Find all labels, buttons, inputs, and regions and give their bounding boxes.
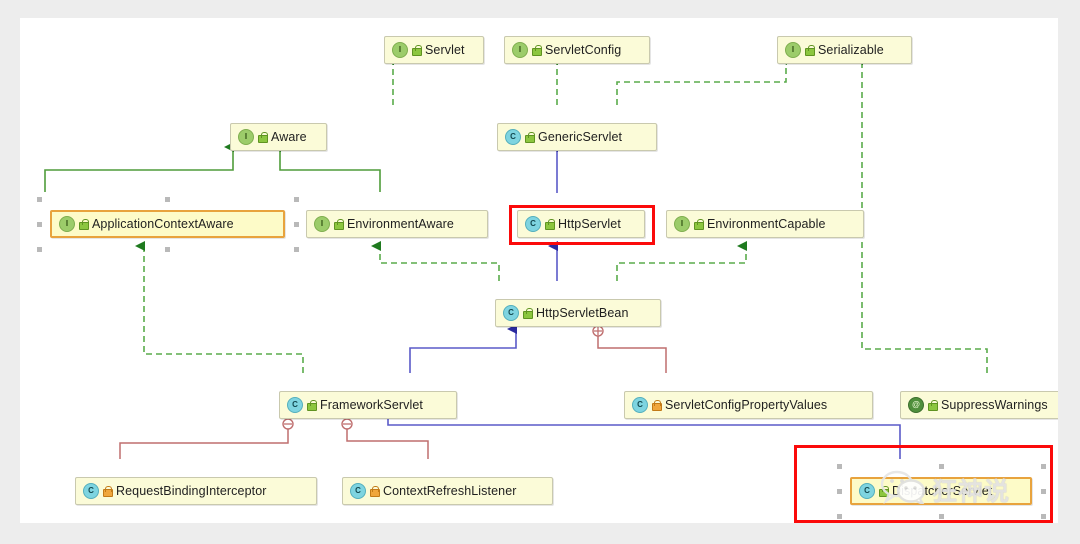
wechat-icon (880, 470, 926, 509)
class-node-label: GenericServlet (538, 129, 623, 144)
class-node-scpv[interactable]: C ServletConfigPropertyValues (624, 391, 873, 419)
public-unlock-icon (525, 131, 535, 143)
class-node-label: ApplicationContextAware (92, 216, 234, 231)
edge-layer (44, 55, 988, 459)
edge-httpservletbean-envcapable (616, 241, 747, 281)
class-badge-icon: C (525, 216, 541, 232)
class-badge-icon: C (859, 483, 875, 499)
edge-crl-frameworkservlet (341, 418, 429, 459)
public-unlock-icon (258, 131, 268, 143)
class-node-label: EnvironmentCapable (707, 216, 826, 231)
class-node-rbi[interactable]: C RequestBindingInterceptor (75, 477, 317, 505)
class-badge-icon: C (83, 483, 99, 499)
public-unlock-icon (532, 44, 542, 56)
private-lock-icon (370, 485, 380, 497)
public-unlock-icon (523, 307, 533, 319)
class-node-httpservlet[interactable]: C HttpServlet (517, 210, 645, 238)
interface-badge-icon: I (674, 216, 690, 232)
watermark-text: 狂神说 (932, 478, 1011, 506)
interface-badge-icon: I (392, 42, 408, 58)
annotation-badge-icon: @ (908, 397, 924, 413)
interface-badge-icon: I (314, 216, 330, 232)
class-node-frameworkservlet[interactable]: C FrameworkServlet (279, 391, 457, 419)
public-unlock-icon (805, 44, 815, 56)
class-badge-icon: C (287, 397, 303, 413)
edge-rbi-frameworkservlet (119, 418, 294, 459)
edge-scpv-httpservletbean (592, 325, 667, 373)
public-unlock-icon (334, 218, 344, 230)
class-node-label: ServletConfigPropertyValues (665, 397, 828, 412)
class-node-label: RequestBindingInterceptor (116, 483, 267, 498)
wechat-watermark: 狂神说 (880, 470, 1010, 509)
class-badge-icon: C (503, 305, 519, 321)
red-highlight-httpservlet (509, 205, 655, 245)
interface-badge-icon: I (59, 216, 75, 232)
class-node-label: Aware (271, 129, 307, 144)
edge-frameworkservlet-httpservletbean (409, 324, 517, 373)
class-node-envcapable[interactable]: I EnvironmentCapable (666, 210, 864, 238)
interface-badge-icon: I (512, 42, 528, 58)
class-node-label: Servlet (425, 42, 465, 57)
class-node-servlet[interactable]: I Servlet (384, 36, 484, 64)
class-node-label: Serializable (818, 42, 884, 57)
class-node-servletconfig[interactable]: I ServletConfig (504, 36, 650, 64)
private-lock-icon (652, 399, 662, 411)
class-node-genericservlet[interactable]: C GenericServlet (497, 123, 657, 151)
class-node-label: FrameworkServlet (320, 397, 424, 412)
class-node-httpservletbean[interactable]: C HttpServletBean (495, 299, 661, 327)
edge-envaware-aware (271, 142, 381, 192)
class-badge-icon: C (632, 397, 648, 413)
public-unlock-icon (694, 218, 704, 230)
class-node-label: HttpServlet (558, 216, 621, 231)
red-highlight-dispatcher (794, 445, 1053, 523)
class-node-label: ServletConfig (545, 42, 622, 57)
edge-httpservletbean-envaware (371, 241, 500, 281)
class-node-label: EnvironmentAware (347, 216, 454, 231)
interface-badge-icon: I (238, 129, 254, 145)
class-node-crl[interactable]: C ContextRefreshListener (342, 477, 553, 505)
class-node-aware[interactable]: I Aware (230, 123, 327, 151)
public-unlock-icon (545, 218, 555, 230)
class-badge-icon: C (350, 483, 366, 499)
class-node-label: SuppressWarnings (941, 397, 1048, 412)
public-unlock-icon (79, 218, 89, 230)
class-node-envaware[interactable]: I EnvironmentAware (306, 210, 488, 238)
class-badge-icon: C (505, 129, 521, 145)
public-unlock-icon (928, 399, 938, 411)
edge-genericservlet-serializable (616, 55, 787, 105)
class-node-serializable[interactable]: I Serializable (777, 36, 912, 64)
class-node-label: ContextRefreshListener (383, 483, 517, 498)
private-lock-icon (103, 485, 113, 497)
class-node-appctxaware[interactable]: I ApplicationContextAware (50, 210, 285, 238)
edge-suppresswarnings-serializable (853, 55, 988, 373)
edge-appctxaware-aware (44, 142, 234, 192)
interface-badge-icon: I (785, 42, 801, 58)
public-unlock-icon (307, 399, 317, 411)
class-node-label: HttpServletBean (536, 305, 629, 320)
edge-frameworkservlet-appctxaware (135, 241, 304, 373)
class-node-suppresswarn[interactable]: @ SuppressWarnings (900, 391, 1058, 419)
public-unlock-icon (412, 44, 422, 56)
